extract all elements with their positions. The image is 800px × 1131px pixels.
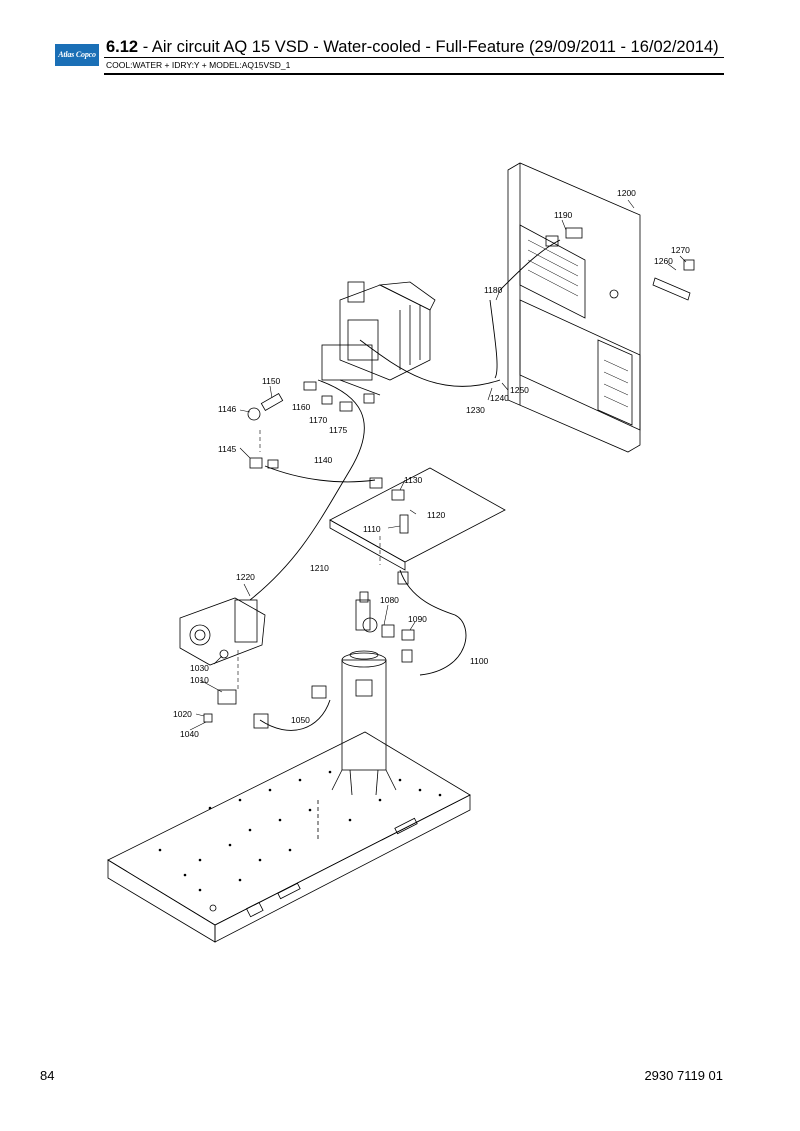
- base-frame: [107, 731, 471, 943]
- title-text: - Air circuit AQ 15 VSD - Water-cooled -…: [138, 38, 719, 56]
- header-rule-bottom: [104, 73, 724, 75]
- page-number: 84: [40, 1068, 55, 1083]
- callout-label: 1270: [671, 245, 690, 255]
- callout-label: 1170: [309, 415, 328, 425]
- hoses: [249, 239, 561, 731]
- callout-label: 1090: [408, 614, 427, 624]
- callout-label: 1175: [329, 425, 348, 435]
- callout-label: 1050: [291, 715, 310, 725]
- callout-label: 1160: [292, 402, 311, 412]
- fittings: [203, 227, 695, 729]
- page-subtitle: COOL:WATER + IDRY:Y + MODEL:AQ15VSD_1: [106, 60, 291, 70]
- callout-label: 1020: [173, 709, 192, 719]
- callout-label: 1200: [617, 188, 636, 198]
- callout-labels: 1200 1190 1270 1260 1180 1150 1146 1160 …: [173, 188, 690, 739]
- dryer-valve: [355, 591, 378, 633]
- callout-label: 1240: [490, 393, 509, 403]
- document-number: 2930 7119 01: [644, 1068, 723, 1083]
- dryer-vessel: [317, 650, 397, 840]
- callout-label: 1100: [470, 656, 489, 666]
- cooler-unit: [321, 281, 436, 396]
- mounting-plate: [329, 467, 506, 571]
- rear-panel: [507, 162, 641, 453]
- compressor-element: [179, 597, 266, 666]
- callout-label: 1180: [484, 285, 503, 295]
- leader-lines: [189, 199, 687, 731]
- callout-label: 1260: [654, 256, 673, 266]
- callout-label: 1130: [404, 475, 423, 485]
- callout-label: 1146: [218, 404, 237, 414]
- callout-label: 1145: [218, 444, 237, 454]
- atlas-copco-logo: Atlas Copco: [55, 44, 99, 66]
- callout-label: 1080: [380, 595, 399, 605]
- callout-label: 1010: [190, 675, 209, 685]
- callout-label: 1140: [314, 455, 333, 465]
- callout-label: 1150: [262, 376, 281, 386]
- page-title: 6.12 - Air circuit AQ 15 VSD - Water-coo…: [106, 38, 719, 57]
- callout-label: 1030: [190, 663, 209, 673]
- callout-label: 1120: [427, 510, 446, 520]
- callout-label: 1220: [236, 572, 255, 582]
- callout-label: 1190: [554, 210, 573, 220]
- callout-label: 1250: [510, 385, 529, 395]
- callout-label: 1110: [363, 524, 381, 534]
- section-number: 6.12: [106, 38, 139, 56]
- bracket: [652, 277, 691, 301]
- header-rule-top: [104, 57, 724, 58]
- callout-label: 1040: [180, 729, 199, 739]
- callout-label: 1210: [310, 563, 329, 573]
- callout-label: 1230: [466, 405, 485, 415]
